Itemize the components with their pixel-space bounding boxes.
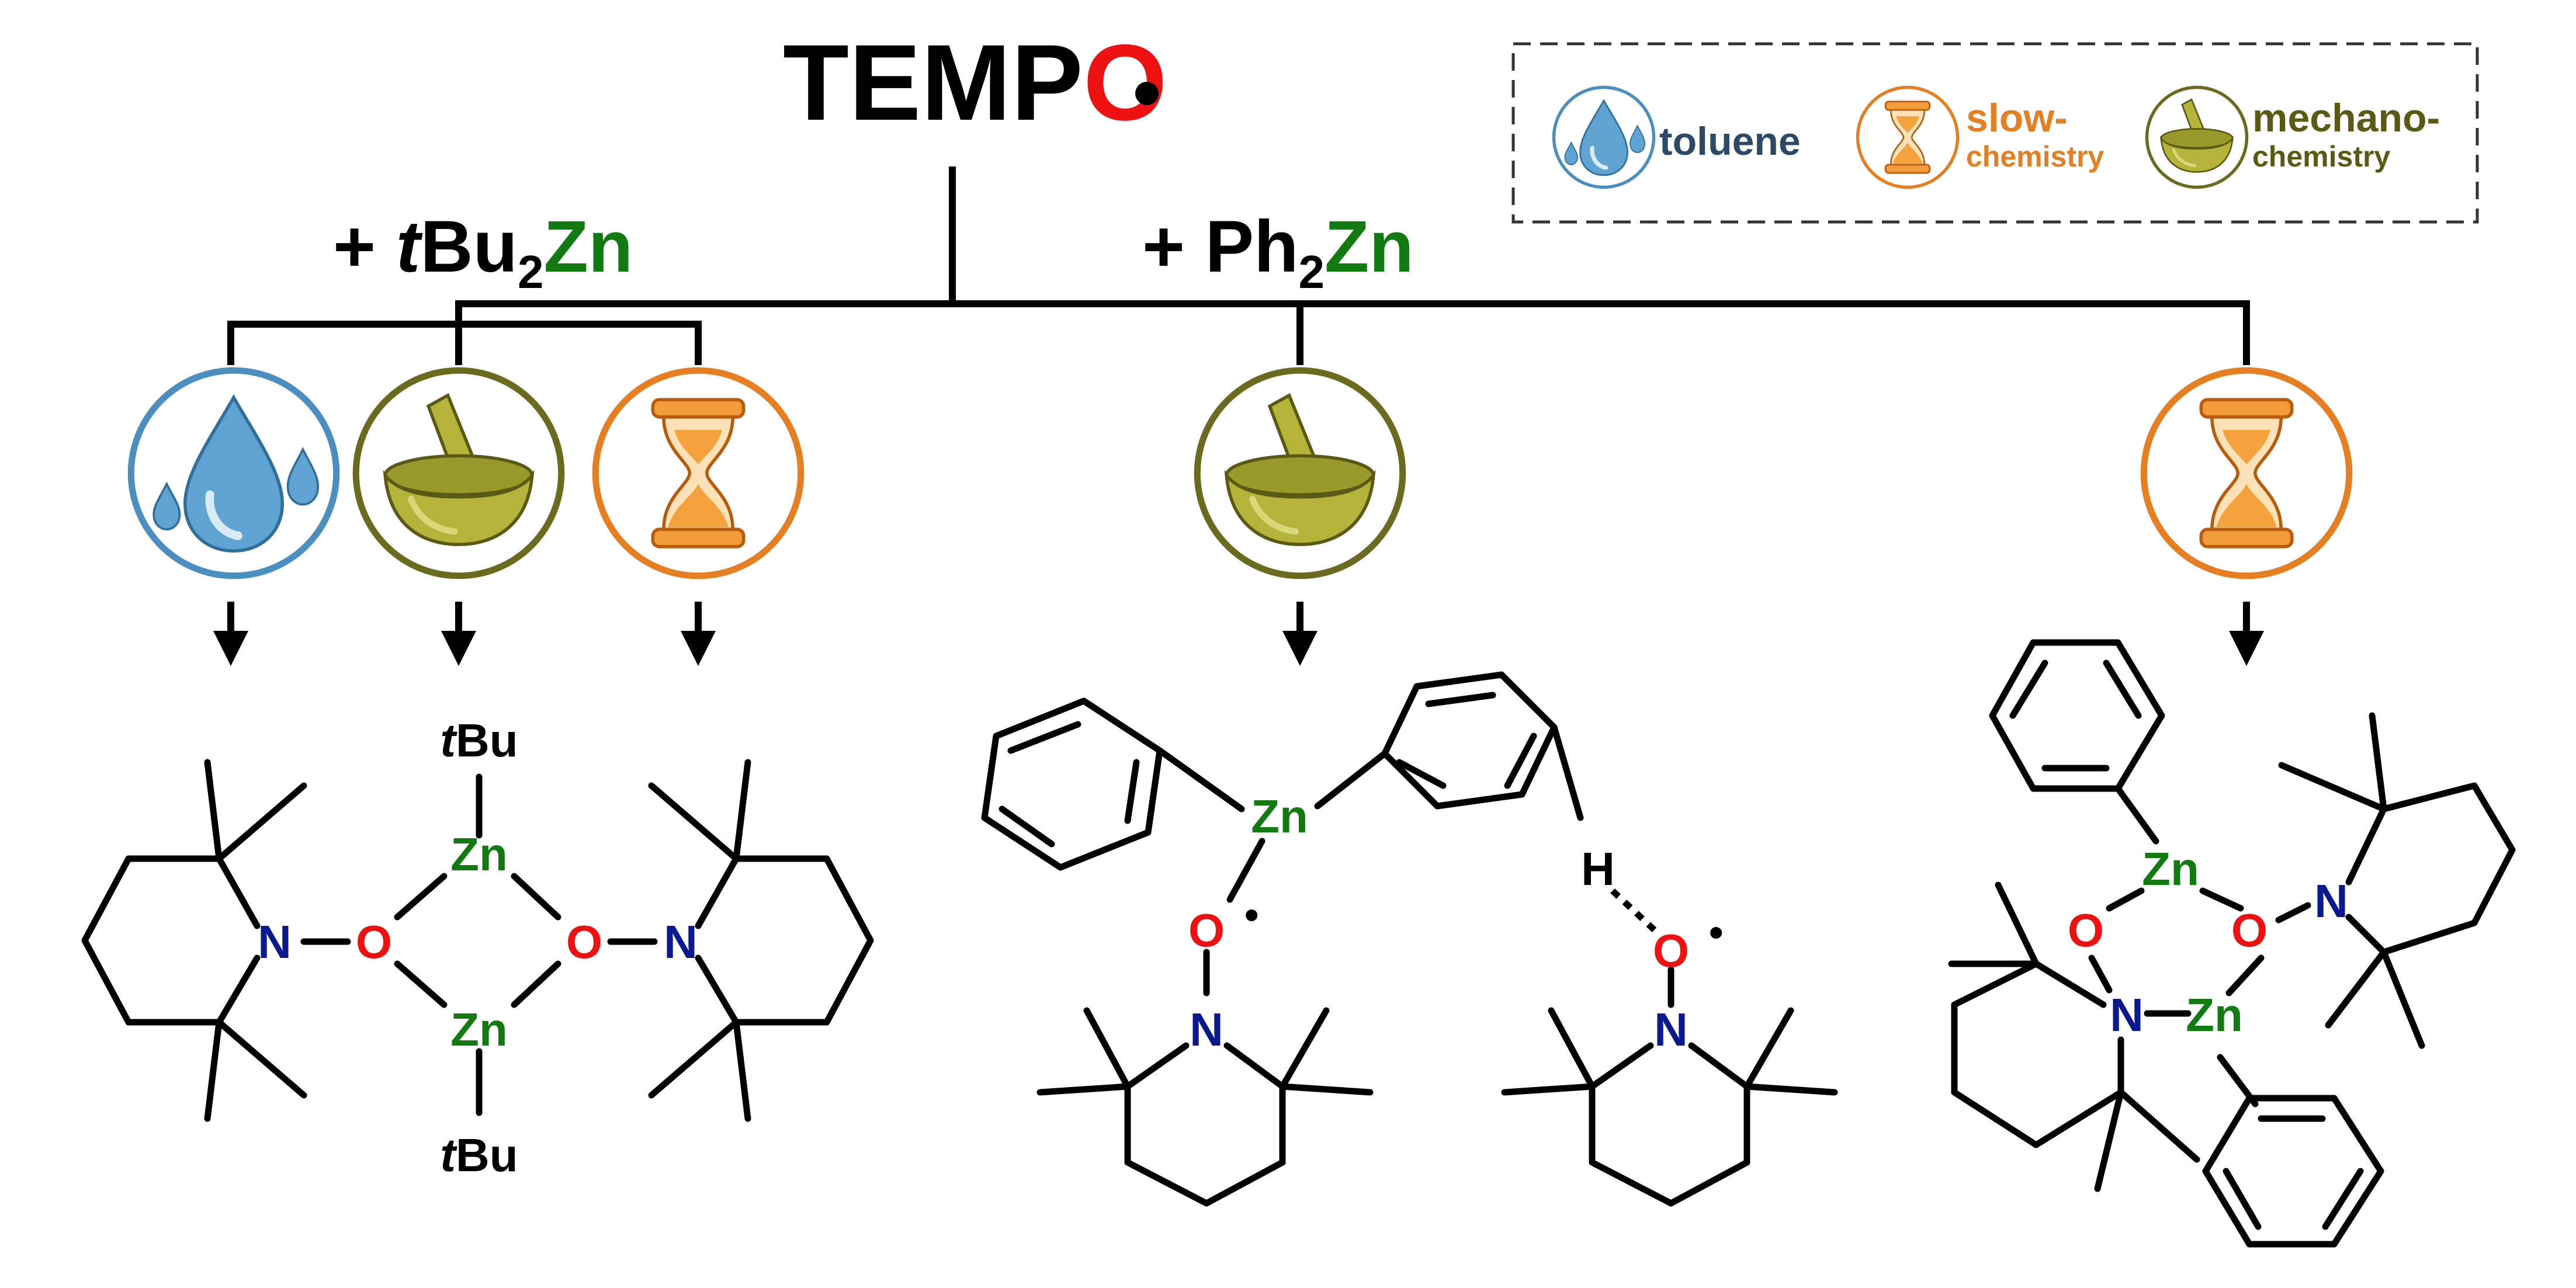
svg-text:O: O — [2231, 904, 2268, 956]
product-dimer-tbu: N O Zn Zn O N tBu tBu — [81, 714, 874, 1181]
legend-mechano: mechano- — [2252, 96, 2440, 140]
mortar-pestle-icon — [356, 370, 561, 576]
hourglass-icon — [2144, 370, 2349, 576]
svg-text:Zn: Zn — [2186, 989, 2243, 1041]
reagent-tbu2zn: + tBu2Zn — [333, 206, 633, 298]
svg-text:Zn: Zn — [450, 828, 508, 880]
mortar-pestle-icon — [2147, 88, 2247, 188]
svg-text:•: • — [1709, 909, 1724, 955]
svg-text:Zn: Zn — [1251, 790, 1308, 842]
svg-text:O: O — [1653, 925, 1689, 977]
svg-text:O: O — [356, 916, 392, 968]
radical-dot — [1135, 82, 1159, 105]
svg-text:O: O — [566, 916, 602, 968]
hourglass-icon — [1858, 88, 1958, 188]
svg-text:tBu: tBu — [440, 1129, 518, 1181]
svg-text:tBu: tBu — [440, 714, 518, 766]
svg-text:N: N — [2110, 989, 2144, 1041]
water-drop-icon — [131, 370, 337, 576]
svg-text:N: N — [664, 916, 698, 968]
svg-text:N: N — [258, 916, 292, 968]
legend-mechano-chem: chemistry — [2252, 140, 2390, 173]
svg-text:•: • — [1244, 892, 1259, 938]
water-drop-icon — [1554, 88, 1654, 188]
reagent-ph2zn: + Ph2Zn — [1142, 206, 1414, 298]
legend-slow-chem: chemistry — [1966, 140, 2104, 173]
svg-text:O: O — [2068, 904, 2104, 956]
product-ph2zn-tempo: Zn O • N H O • N — [981, 671, 1838, 1207]
svg-text:H: H — [1581, 843, 1615, 895]
mortar-pestle-icon — [1197, 370, 1403, 576]
svg-text:Zn: Zn — [2142, 843, 2199, 895]
svg-text:N: N — [2314, 875, 2348, 927]
svg-text:Zn: Zn — [450, 1004, 508, 1056]
down-arrows — [213, 602, 2264, 666]
svg-text:O: O — [1188, 904, 1225, 956]
svg-text:N: N — [1654, 1004, 1688, 1056]
legend: toluene slow- chemistry mechano- chemist… — [1511, 42, 2479, 224]
legend-toluene: toluene — [1659, 119, 1801, 164]
branch-lines — [227, 166, 2250, 365]
product-zn-cage: Zn O O N N Zn — [1948, 639, 2516, 1248]
svg-text:N: N — [1190, 1004, 1223, 1056]
title-tempo: TEMPO — [783, 23, 1167, 143]
legend-slow: slow- — [1966, 96, 2068, 140]
hourglass-icon — [595, 370, 801, 576]
